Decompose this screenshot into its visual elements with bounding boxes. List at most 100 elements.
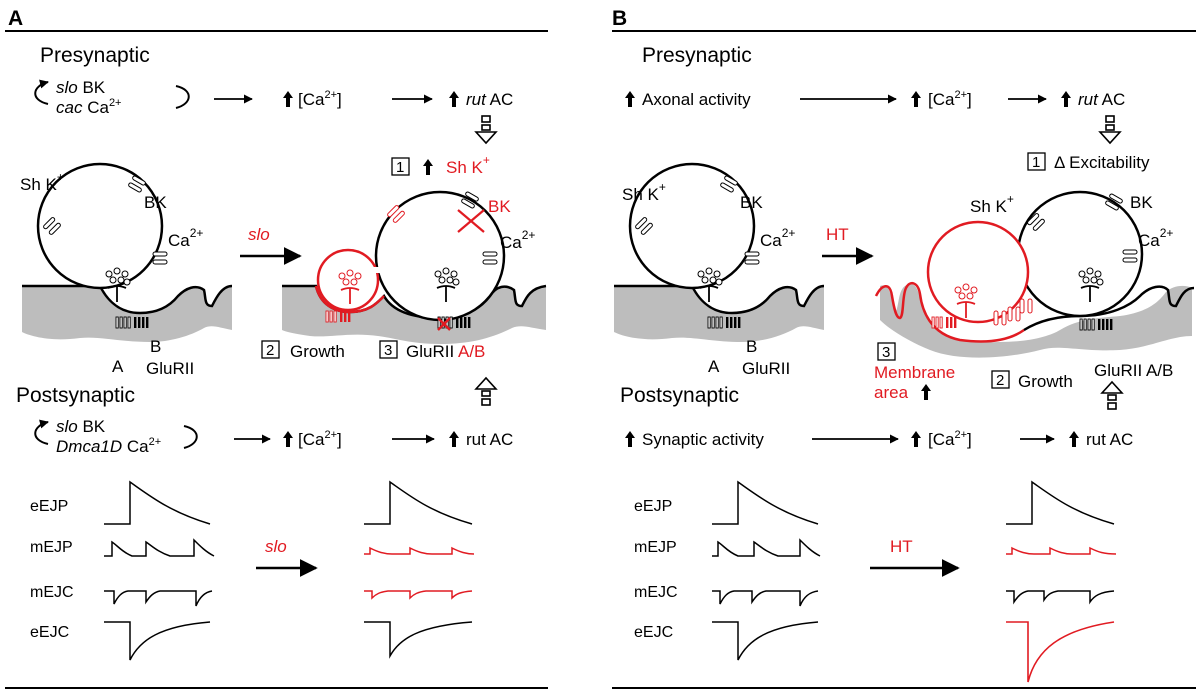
receptor-a-label-b: A <box>708 357 720 376</box>
post-chan-ca: Ca <box>127 437 149 456</box>
post-ca-level-b: [Ca2+] <box>928 429 972 449</box>
pre-rut-b: rut <box>1078 90 1099 109</box>
trace-arrow-label: slo <box>265 537 287 556</box>
receptor-b-label-b: B <box>746 337 757 356</box>
panel-a: A Presynaptic slo BK cac Ca2+ [Ca2+] rut… <box>8 7 547 661</box>
up-arrow-icon <box>625 91 635 107</box>
receptor-b-label: B <box>150 337 161 356</box>
svg-text:Dmca1D Ca2+: Dmca1D Ca2+ <box>56 436 161 456</box>
step1-number-b: 1 <box>1032 154 1040 171</box>
pre-chan-bk: BK <box>82 78 105 97</box>
up-arrow-icon <box>921 384 931 400</box>
pre-ca-level: [Ca2+] <box>298 89 342 109</box>
shk-label-b: Sh K+ <box>622 180 666 204</box>
trace-eejp-control-b <box>712 480 819 525</box>
ca-channel <box>152 251 168 265</box>
trace-label-eejp: eEJP <box>30 498 68 515</box>
pre-ac: AC <box>490 90 514 109</box>
trace-mejc-control-b <box>712 590 819 607</box>
trace-label-mejc: mEJC <box>30 584 74 601</box>
trace-mejp-control-b <box>712 538 821 557</box>
bk-knockout-cross-icon <box>457 209 485 233</box>
svg-text:cac Ca2+: cac Ca2+ <box>56 97 121 117</box>
synaptic-activity: Synaptic activity <box>642 430 764 449</box>
trace-mejp-control <box>104 538 215 557</box>
step1-text-b: Δ Excitability <box>1054 153 1150 172</box>
panel-a-pre-loop: slo BK cac Ca2+ <box>34 78 190 117</box>
bouton-left <box>36 162 164 290</box>
glutamate-receptors-red <box>931 316 957 329</box>
up-arrow-icon <box>911 91 921 107</box>
step3-number-b: 3 <box>882 344 890 361</box>
ca-channel <box>744 251 760 265</box>
svg-text:slo BK: slo BK <box>56 417 106 436</box>
ca-label: Ca2+ <box>168 226 203 250</box>
pre-rut: rut <box>466 90 487 109</box>
step2-box-b <box>991 370 1010 389</box>
up-arrow-icon <box>283 431 293 447</box>
step2-text-b: Growth <box>1018 372 1073 391</box>
trace-label-mejp: mEJP <box>30 539 73 556</box>
hollow-down-arrow-icon <box>475 115 497 144</box>
step3-box <box>379 340 398 359</box>
svg-text:slo BK: slo BK <box>56 78 106 97</box>
panel-b-postsynaptic-heading: Postsynaptic <box>620 384 739 407</box>
trace-arrow-label-b: HT <box>890 537 913 556</box>
trace-label-eejc: eEJC <box>30 624 69 641</box>
glurii-label: GluRII <box>146 359 194 378</box>
post-chan-bk: BK <box>82 417 105 436</box>
bk-label-b: BK <box>740 193 763 212</box>
panel-b: B Presynaptic Axonal activity [Ca2+] rut… <box>612 7 1195 683</box>
step2-box <box>261 340 280 359</box>
slo-arrow-label: slo <box>248 225 270 244</box>
bouton-left-b <box>628 162 756 290</box>
step2-text: Growth <box>290 342 345 361</box>
panel-b-letter: B <box>612 7 627 30</box>
bk-red-label: BK <box>488 197 511 216</box>
glurii-ab-label: GluRII A/B <box>1094 361 1173 380</box>
ca-label-b: Ca2+ <box>760 226 795 250</box>
step2-number-b: 2 <box>996 372 1004 389</box>
area-label: area <box>874 383 909 402</box>
trace-label-eejc-b: eEJC <box>634 624 673 641</box>
pre-ca-level-b: [Ca2+] <box>928 89 972 109</box>
step2-number: 2 <box>266 342 274 359</box>
trace-label-mejc-b: mEJC <box>634 584 678 601</box>
svg-text:GluRII A/B: GluRII A/B <box>406 342 485 361</box>
up-arrow-icon <box>1061 91 1071 107</box>
panel-a-presynaptic-heading: Presynaptic <box>40 44 150 67</box>
trace-mejc-control <box>104 590 213 607</box>
step3-text: GluRII <box>406 342 454 361</box>
step1-text: Sh K+ <box>446 153 490 177</box>
shk-label: Sh K+ <box>20 170 64 194</box>
pre-chan-ca: Ca <box>87 98 109 117</box>
post-rut-ac: rut AC <box>466 430 513 449</box>
post-gene-dmca1d: Dmca1D <box>56 437 122 456</box>
up-arrow-icon <box>449 91 459 107</box>
svg-text:rut AC: rut AC <box>466 90 513 109</box>
glurii-knockout-cross-icon <box>437 317 451 331</box>
hollow-up-arrow-icon <box>475 377 497 406</box>
step1-box <box>391 157 410 176</box>
trace-eejp-slo <box>364 480 473 525</box>
grown-bouton-b <box>926 220 1030 324</box>
pre-gene-slo: slo <box>56 78 78 97</box>
step3-red: A/B <box>458 342 485 361</box>
up-arrow-icon <box>283 91 293 107</box>
trace-eejp-ht <box>1006 480 1115 525</box>
panel-a-post-loop: slo BK Dmca1D Ca2+ <box>34 417 198 456</box>
channel-red <box>1019 298 1033 314</box>
muscle-membrane-left-b <box>614 286 824 342</box>
axonal-activity: Axonal activity <box>642 90 751 109</box>
trace-mejc-ht <box>1006 590 1115 605</box>
post-ca-level: [Ca2+] <box>298 429 342 449</box>
hollow-down-arrow-icon <box>1099 115 1121 144</box>
trace-eejc-ht <box>1006 621 1115 683</box>
trace-eejc-control <box>104 621 211 661</box>
channel-red <box>1007 306 1021 322</box>
trace-label-eejp-b: eEJP <box>634 498 672 515</box>
post-rut-ac-b: rut AC <box>1086 430 1133 449</box>
post-gene-slo: slo <box>56 417 78 436</box>
step1-box-b <box>1027 152 1046 171</box>
